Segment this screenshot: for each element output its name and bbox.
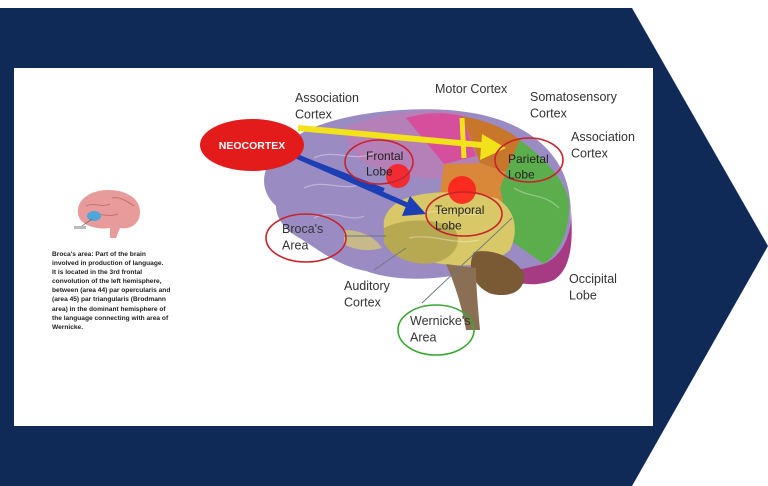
wernickes-area-circle [397,304,475,356]
parietal-lobe-line-1: Parietal [508,152,549,166]
wernickes-area-line-2: Area [410,330,436,344]
temporal-highlight-spot [448,176,476,204]
label-motor-cortex: Motor Cortex [435,82,508,96]
motor-cortex-line-1: Motor Cortex [435,82,508,96]
occipital-lobe-line-2: Lobe [569,288,597,302]
yellow-arrow [297,117,506,160]
frontal-lobe-line-2: Lobe [366,165,393,179]
temporal-lobe-circle [425,191,503,237]
cortex-gyri-texture [303,152,560,243]
temporal-lobe-line-1: Temporal [435,203,484,217]
auditory-cortex-line-1: Auditory [344,279,391,293]
auditory-cortex-line-2: Cortex [344,295,382,309]
frontal-lobe-circle [344,139,414,185]
frontal-lobe-line-1: Frontal [366,149,403,163]
association-cortex-right-line-1: Association [571,130,635,144]
blue-arrow [294,153,426,216]
somatosensory-cortex-line-2: Cortex [530,106,568,120]
brocas-area-line-2: Area [282,238,308,252]
temporal-lobe-line-2: Lobe [435,219,462,233]
association-cortex-top-line-1: Association [295,91,359,105]
auditory-pointer-line [373,247,407,271]
brocas-area-marker [87,211,101,221]
wernicke-pointer-line [421,217,513,304]
parietal-lobe-line-2: Lobe [508,168,535,182]
parietal-lobe-circle [494,137,564,183]
small-brain-thumbnail [74,190,140,238]
neocortex-label: NEOCORTEX [219,140,286,152]
somatosensory-cortex-line-1: Somatosensory [530,90,618,104]
brain-illustration [264,109,572,330]
brocas-area-circle [265,213,347,263]
occipital-lobe-line-1: Occipital [569,272,617,286]
association-cortex-right-line-2: Cortex [571,146,609,160]
brocas-area-description: Broca's area: Part of the brain involved… [52,251,171,331]
wernickes-area-line-1: Wernicke's [410,314,471,328]
neocortex-ellipse [200,119,304,171]
brocas-area-line-1: Broca's [282,222,323,236]
association-cortex-top-line-2: Cortex [295,107,333,121]
